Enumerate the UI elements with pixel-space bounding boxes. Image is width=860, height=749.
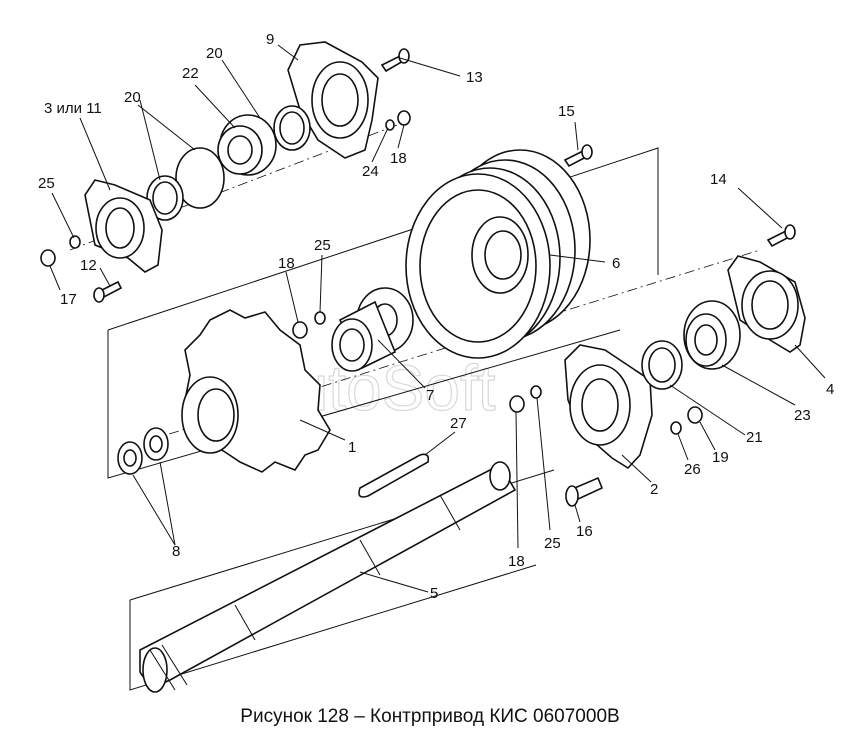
callout-15: 15 [558,103,575,120]
snap-ring-part-20 [175,147,225,209]
exploded-assembly-drawing: AutoSoft [38,31,834,693]
callout-24: 24 [362,163,379,180]
callout-14: 14 [710,171,727,188]
sprocket-part-1 [181,309,331,473]
flange-housing-part-9 [287,41,379,159]
small-fasteners [40,110,703,435]
callout-25-right: 25 [544,535,561,552]
bolt-part-14 [766,224,796,248]
callout-25-left: 25 [38,175,55,192]
callout-25-mid: 25 [314,237,331,254]
ring-part-20-upper [273,105,311,151]
callout-26: 26 [684,461,701,478]
ring-part-20-lower [146,175,184,221]
callout-17: 17 [60,291,77,308]
callout-labels: 20 9 22 20 3 или 11 13 24 18 25 12 17 18… [38,31,834,602]
callout-20-upper: 20 [206,45,223,62]
callout-3-or-11: 3 или 11 [44,100,102,117]
hub-part-7 [331,287,414,372]
pulley-part-6 [405,149,591,359]
shaft-part-5 [139,461,517,693]
callout-23: 23 [794,407,811,424]
figure-caption: Рисунок 128 – Контрпривод КИС 0607000В [240,706,620,727]
callout-8: 8 [172,543,180,560]
leader-lines [49,44,826,593]
bolt-part-16 [565,476,604,507]
callout-18-mid: 18 [278,255,295,272]
callout-12: 12 [80,257,97,274]
callout-18-bottom: 18 [508,553,525,570]
assembly-frame-lines [107,147,659,691]
callout-9: 9 [266,31,274,48]
callout-22: 22 [182,65,199,82]
callout-5: 5 [430,585,438,602]
callout-7: 7 [426,387,434,404]
callout-21: 21 [746,429,763,446]
ring-part-21 [641,340,683,390]
callout-6: 6 [612,255,620,272]
bearing-part-22 [217,114,277,176]
bearing-part-23 [683,300,741,370]
callout-20-lower: 20 [124,89,141,106]
key-part-27 [358,453,430,498]
housing-part-4 [727,255,806,353]
lock-nuts-part-8 [117,427,169,475]
callout-1: 1 [348,439,356,456]
callout-18-top: 18 [390,150,407,167]
callout-13: 13 [466,69,483,86]
housing-part-3-11 [84,179,163,273]
flange-housing-part-2 [564,344,653,470]
callout-19: 19 [712,449,729,466]
callout-27: 27 [450,415,467,432]
callout-16: 16 [576,523,593,540]
callout-4: 4 [826,381,834,398]
callout-2: 2 [650,481,658,498]
bolt-part-15 [563,144,593,168]
bolt-part-12 [93,280,123,303]
